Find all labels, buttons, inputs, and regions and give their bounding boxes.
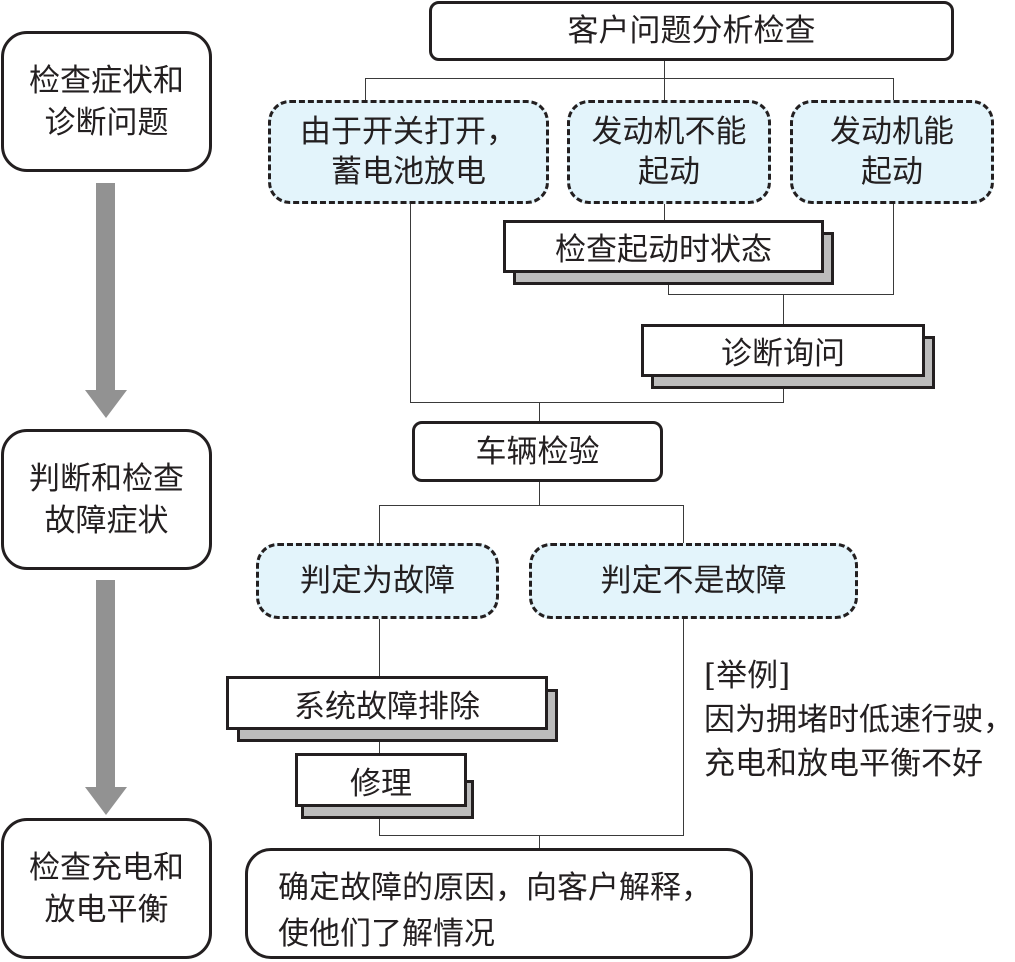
case-switch-box: 由于开关打开， 蓄电池放电 <box>268 100 549 204</box>
case-start-box: 发动机能 起动 <box>790 100 994 204</box>
down-arrow-icon <box>85 390 127 418</box>
case-label-line2: 蓄电池放电 <box>331 154 486 190</box>
connector-line <box>893 78 894 102</box>
vehicle-inspection-label: 车辆检验 <box>475 433 600 470</box>
stage-label-line2: 故障症状 <box>44 502 169 539</box>
stage-label-line2: 放电平衡 <box>44 891 169 928</box>
connector-line <box>539 402 540 423</box>
stage-box-judge-fault: 判断和检查 故障症状 <box>1 429 212 570</box>
judged-not-fault-label: 判定不是故障 <box>600 563 787 599</box>
connector-line <box>783 294 784 327</box>
connector-line <box>683 505 684 545</box>
down-arrow-shaft <box>96 183 115 393</box>
example-note-title: [举例] <box>704 658 791 694</box>
check-start-state-box: 检查起动时状态 <box>503 220 824 273</box>
diagnostic-inquiry-box: 诊断询问 <box>641 324 925 377</box>
connector-line <box>365 78 894 79</box>
repair-label: 修理 <box>350 765 412 802</box>
case-label-line2: 起动 <box>861 154 923 190</box>
conclusion-line1: 确定故障的原因，向客户解释， <box>278 870 712 906</box>
example-note-line1: 因为拥堵时低速行驶， <box>704 702 1014 738</box>
connector-line <box>379 505 380 545</box>
judged-fault-box: 判定为故障 <box>256 543 499 619</box>
connector-line <box>668 282 669 295</box>
stage-label-line2: 诊断问题 <box>44 104 169 141</box>
vehicle-inspection-box: 车辆检验 <box>412 421 663 482</box>
stage-label-line1: 检查症状和 <box>29 62 184 99</box>
connector-line <box>664 203 665 223</box>
example-note-line2: 充电和放电平衡不好 <box>704 746 983 782</box>
stage-label-line1: 检查充电和 <box>29 849 184 886</box>
connector-line <box>683 618 684 836</box>
connector-line <box>379 505 684 506</box>
connector-line <box>893 203 894 295</box>
example-note: [举例] 因为拥堵时低速行驶， 充电和放电平衡不好 <box>704 654 1014 786</box>
stage-label-line1: 判断和检查 <box>29 460 184 497</box>
customer-analysis-label: 客户问题分析检查 <box>567 13 816 49</box>
customer-analysis-box: 客户问题分析检查 <box>429 1 954 61</box>
connector-line <box>365 78 366 102</box>
repair-box: 修理 <box>295 753 467 807</box>
down-arrow-shaft <box>96 580 115 790</box>
case-label-line1: 发动机不能 <box>591 114 747 150</box>
case-label-line1: 发动机能 <box>830 114 954 150</box>
stage-box-check-symptoms: 检查症状和 诊断问题 <box>1 31 212 172</box>
judged-fault-label: 判定为故障 <box>300 563 455 599</box>
stage-box-check-balance: 检查充电和 放电平衡 <box>1 818 212 959</box>
connector-line <box>379 835 684 836</box>
diagnostic-inquiry-label: 诊断询问 <box>721 336 845 372</box>
system-troubleshoot-box: 系统故障排除 <box>226 676 548 730</box>
connector-line <box>539 481 540 506</box>
case-no-start-box: 发动机不能 起动 <box>567 100 771 204</box>
connector-line <box>783 387 784 403</box>
judged-not-fault-box: 判定不是故障 <box>529 543 858 619</box>
check-start-state-label: 检查起动时状态 <box>555 232 772 268</box>
case-label-line2: 起动 <box>638 154 700 190</box>
down-arrow-icon <box>85 787 127 815</box>
connector-line <box>410 402 784 403</box>
case-label-line1: 由于开关打开， <box>300 114 517 150</box>
connector-line <box>410 203 411 403</box>
conclusion-box: 确定故障的原因，向客户解释， 使他们了解情况 <box>245 848 753 959</box>
connector-line <box>539 835 540 849</box>
system-troubleshoot-label: 系统故障排除 <box>294 688 480 725</box>
connector-line <box>664 60 665 100</box>
connector-line <box>668 294 894 295</box>
conclusion-line2: 使他们了解情况 <box>278 916 495 952</box>
